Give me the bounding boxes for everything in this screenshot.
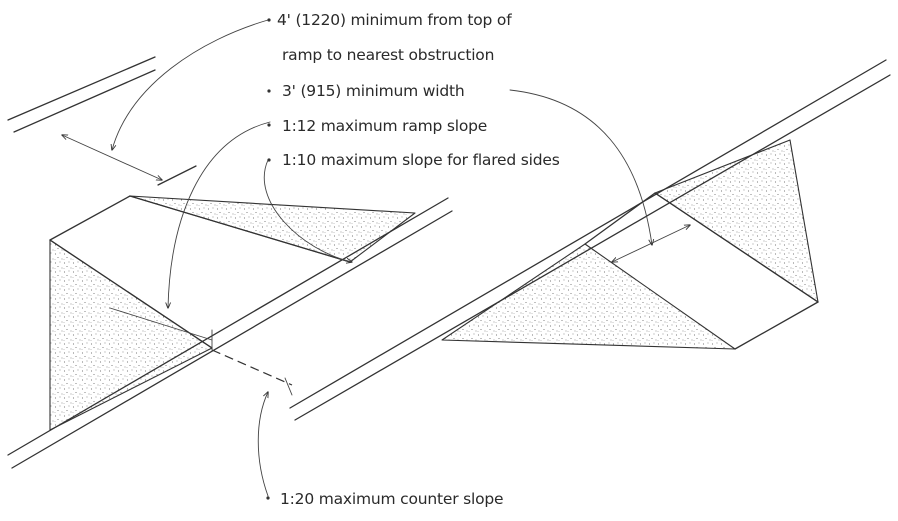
left-slope-indicator	[109, 307, 213, 341]
leader-lines	[112, 19, 652, 497]
counter-slope-tick	[284, 377, 293, 396]
ramp-slope-label: 1:12 maximum ramp slope	[282, 117, 487, 135]
right-curb-ramp	[289, 59, 891, 421]
clearance-dimension	[62, 135, 162, 180]
left-sidewalk-edge-lower	[13, 69, 156, 133]
left-flare-left	[49, 239, 213, 431]
left-curb-line-2	[11, 210, 453, 469]
left-sidewalk-edge-upper	[7, 56, 156, 121]
left-ramp-bottom-edge	[49, 239, 213, 349]
left-obstruction-line	[157, 165, 197, 186]
right-curb-line-1	[289, 59, 887, 409]
ramp-slope-leader	[168, 121, 271, 308]
left-curb-line-1	[7, 197, 449, 456]
right-flare-left	[441, 243, 736, 350]
right-curb-line-2	[294, 74, 891, 421]
counter-slope-dashes	[211, 349, 293, 386]
right-ramp-far-edge	[734, 301, 819, 350]
left-curb-ramp	[7, 56, 453, 469]
counter-slope-leader	[257, 392, 268, 497]
clearance-leader	[112, 19, 269, 150]
clearance-label-line2: ramp to nearest obstruction	[282, 46, 494, 64]
annotation-labels: 4' (1220) minimum from top of ramp to ne…	[266, 11, 560, 508]
width-dimension	[612, 225, 690, 262]
left-ramp-side-edge	[129, 195, 351, 263]
right-ramp-side-edge	[654, 192, 819, 303]
left-ramp-top-edge	[49, 195, 131, 241]
flare-slope-leader	[263, 159, 352, 262]
flare-slope-label: 1:10 maximum slope for flared sides	[282, 151, 560, 169]
counter-slope-label: 1:20 maximum counter slope	[280, 490, 503, 508]
clearance-label-line1: 4' (1220) minimum from top of	[277, 11, 512, 29]
width-label: 3' (915) minimum width	[282, 82, 464, 100]
width-leader	[509, 89, 652, 245]
